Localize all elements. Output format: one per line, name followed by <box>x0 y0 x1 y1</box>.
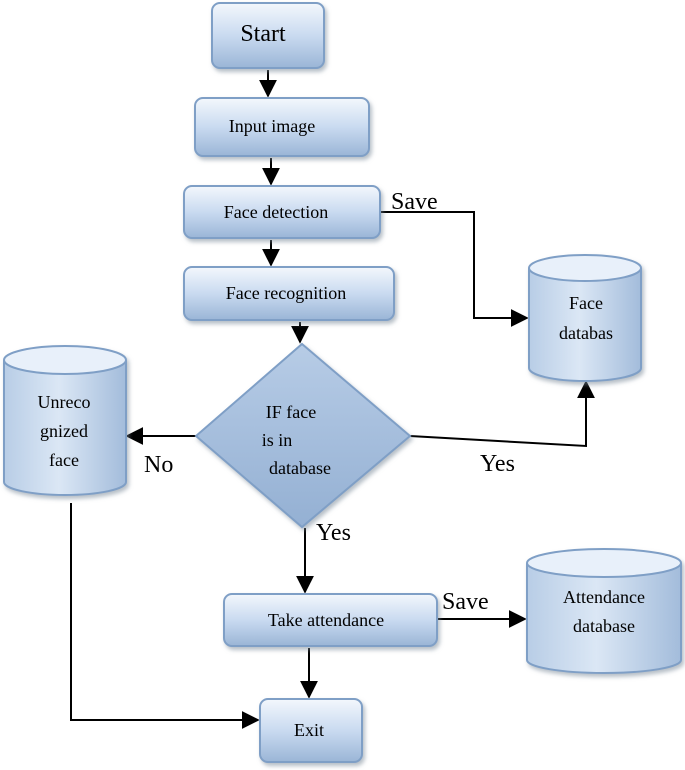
decision-label-line-2: is in <box>262 430 293 450</box>
attendance-database <box>526 548 682 674</box>
face-detection-node <box>183 185 381 239</box>
unrecognized-face-label-line-1: Unreco <box>38 392 91 412</box>
edge-label-save-detection: Save <box>391 189 438 215</box>
face-database-label-line-2: databas <box>559 323 613 343</box>
exit-node <box>259 698 363 763</box>
edge-label-no: No <box>144 452 173 478</box>
face-database <box>528 254 642 382</box>
start-label: Start <box>240 21 286 47</box>
arrow-unrecognized-to-exit <box>70 503 260 729</box>
face-recognition-label: Face recognition <box>226 283 346 303</box>
take-attendance-node <box>223 593 438 647</box>
edge-label-yes-right: Yes <box>480 451 515 477</box>
input-image-label: Input image <box>229 116 315 136</box>
arrow-decision-yes-to-face-db <box>409 380 595 448</box>
face-database-label-line-1: Face <box>569 293 603 313</box>
face-detection-label: Face detection <box>224 202 328 222</box>
arrow-detection-to-face-db <box>380 211 529 327</box>
edge-label-yes-down: Yes <box>316 520 351 546</box>
decision-node <box>194 342 412 529</box>
exit-label: Exit <box>294 720 324 740</box>
unrecognized-face-label-line-3: face <box>49 450 79 470</box>
decision-label-line-3: database <box>269 458 331 478</box>
input-image-node <box>194 97 370 157</box>
unrecognized-face-database <box>3 345 127 496</box>
start-node <box>211 2 325 69</box>
edge-label-save-attendance: Save <box>442 589 489 615</box>
connectors <box>70 70 595 729</box>
attendance-database-label-line-1: Attendance <box>563 587 645 607</box>
take-attendance-label: Take attendance <box>268 610 384 630</box>
face-recognition-node <box>183 266 395 321</box>
decision-label-line-1: IF face <box>266 402 316 422</box>
attendance-database-label-line-2: database <box>573 616 635 636</box>
unrecognized-face-label-line-2: gnized <box>40 421 88 441</box>
